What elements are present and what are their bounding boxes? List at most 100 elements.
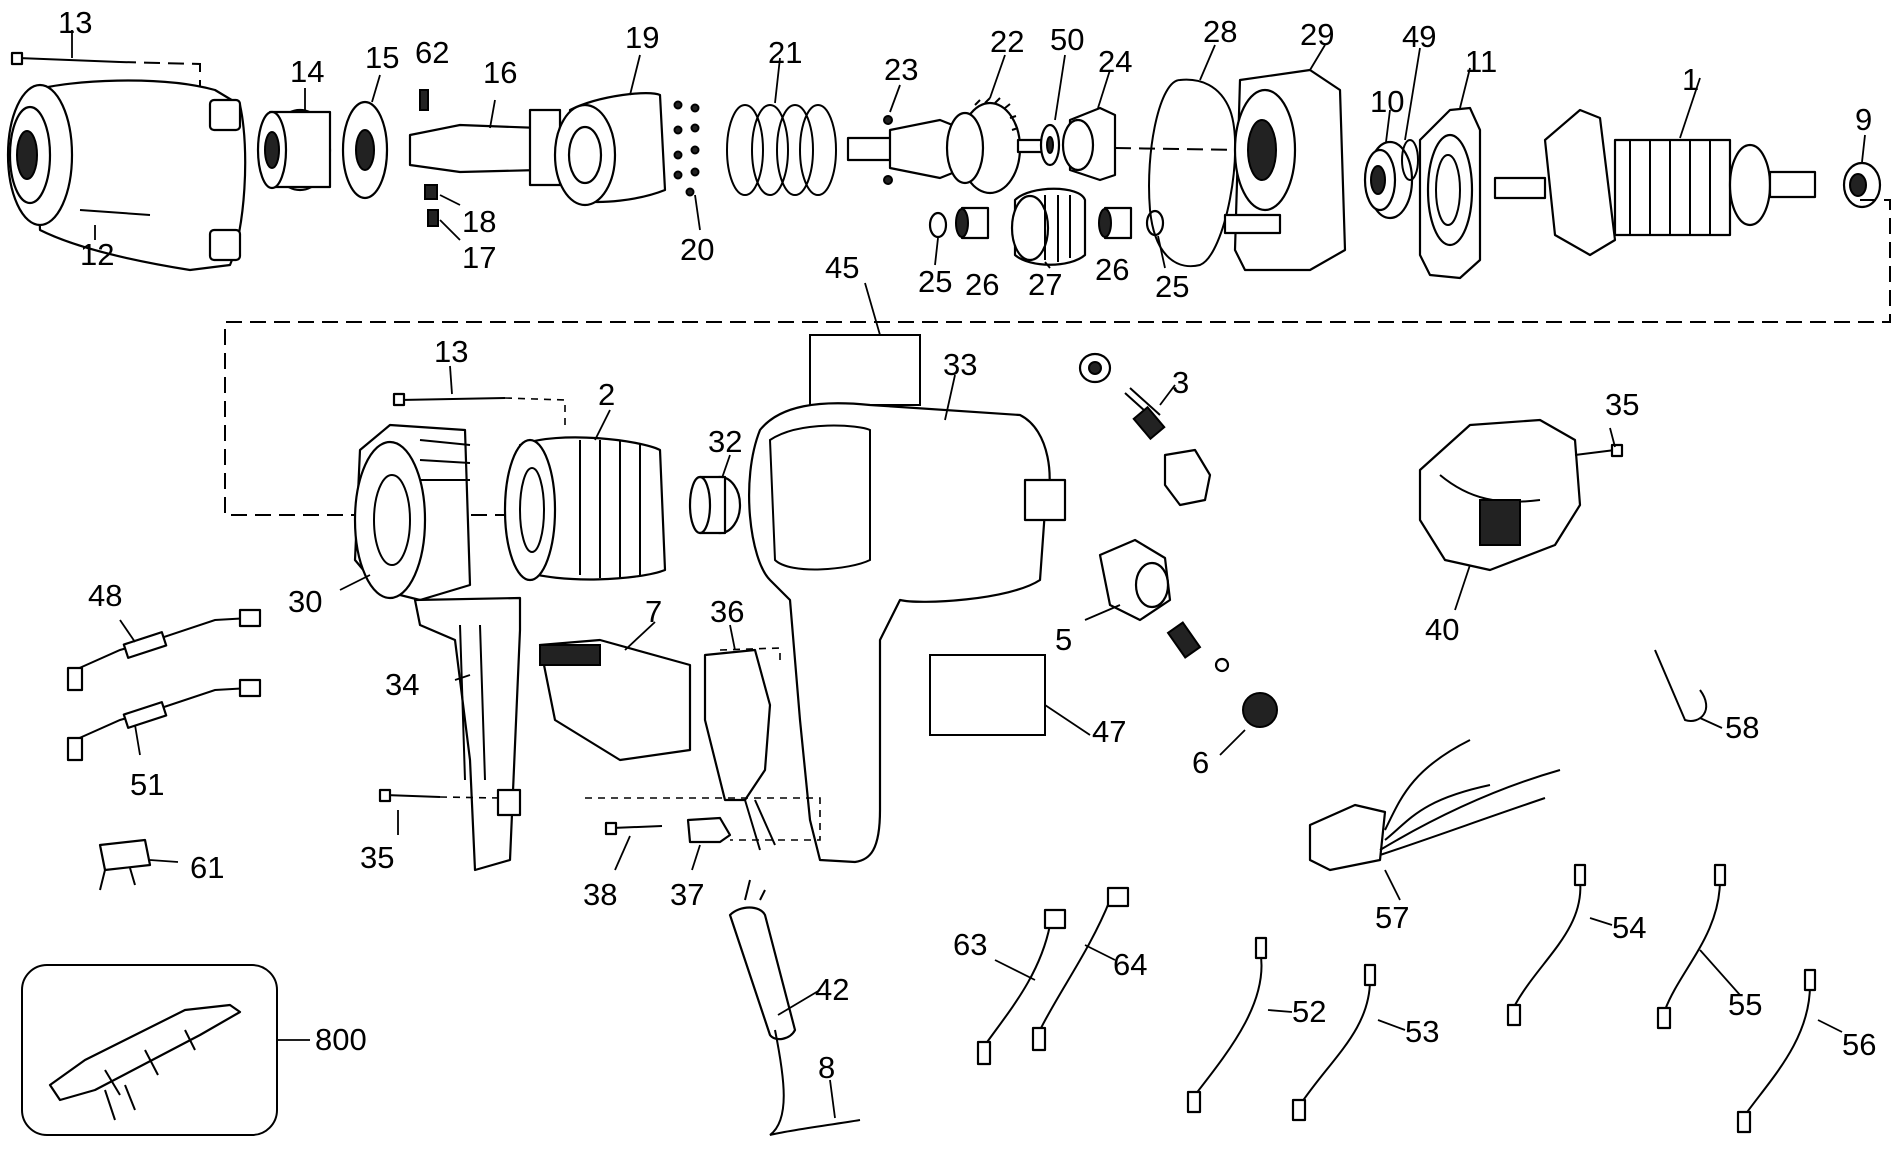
callout-18: 18	[462, 204, 496, 239]
part-54-lead[interactable]	[1506, 863, 1613, 1027]
callout-25: 25	[1155, 269, 1189, 304]
callout-10: 10	[1370, 84, 1404, 119]
part-55-lead[interactable]	[1656, 863, 1741, 1030]
part-57-capacitor-assembly[interactable]	[1308, 739, 1561, 901]
part-48-lead[interactable]	[66, 608, 262, 692]
part-13-screw-lower[interactable]	[392, 365, 566, 425]
callout-35: 35	[1605, 387, 1639, 422]
part-21-spring[interactable]	[726, 57, 837, 196]
part-26-bushing-right[interactable]	[1098, 206, 1133, 240]
callout-29: 29	[1300, 17, 1334, 52]
part-35-screw-rear[interactable]	[1574, 427, 1624, 458]
part-36-switch-bracket[interactable]	[703, 624, 781, 851]
callout-49: 49	[1402, 19, 1436, 54]
part-18-spring[interactable]	[424, 184, 461, 206]
part-17-ball[interactable]	[427, 209, 461, 241]
callout-53: 53	[1405, 1014, 1439, 1049]
callout-13: 13	[58, 5, 92, 40]
part-22-spindle-gear[interactable]	[846, 54, 1050, 195]
part-49-washer[interactable]	[1401, 47, 1421, 181]
part-14-bushing[interactable]	[256, 88, 332, 192]
part-20-steel-balls[interactable]	[673, 100, 701, 231]
callout-62: 62	[415, 35, 449, 70]
part-61-insulator[interactable]	[98, 838, 179, 891]
callout-35: 35	[360, 840, 394, 875]
part-29-gear-plate[interactable]	[1223, 44, 1347, 272]
part-9-bearing[interactable]	[1842, 134, 1882, 209]
callout-54: 54	[1612, 910, 1646, 945]
part-58-wire-clip[interactable]	[1654, 649, 1723, 729]
callout-6: 6	[1192, 745, 1209, 780]
part-51-lead[interactable]	[66, 678, 262, 762]
part-26-bushing-left[interactable]	[955, 206, 990, 240]
callout-2: 2	[598, 377, 615, 412]
part-27-cluster-gear[interactable]	[1010, 187, 1087, 269]
callout-61: 61	[190, 850, 224, 885]
callout-22: 22	[990, 24, 1024, 59]
part-2-field-coil[interactable]	[503, 409, 667, 582]
callout-20: 20	[680, 232, 714, 267]
callout-37: 37	[670, 877, 704, 912]
callout-56: 56	[1842, 1027, 1876, 1062]
part-6-brush[interactable]	[1166, 621, 1278, 756]
part-24-bearing[interactable]	[1061, 69, 1241, 182]
part-33-motor-housing[interactable]	[747, 374, 1067, 864]
part-25-washer-left[interactable]	[928, 211, 948, 266]
callout-52: 52	[1292, 994, 1326, 1029]
part-62-pin[interactable]	[419, 89, 429, 111]
callout-labels: 13 14 15 62 16 19 21 23 22 50 24 28 29 4…	[58, 5, 1876, 1085]
callout-58: 58	[1725, 710, 1759, 745]
part-37-cord-clamp[interactable]	[585, 797, 821, 871]
callout-64: 64	[1113, 947, 1147, 982]
callout-51: 51	[130, 767, 164, 802]
part-28-gasket[interactable]	[1148, 44, 1237, 268]
part-53-lead[interactable]	[1291, 963, 1406, 1122]
part-1-armature[interactable]	[1493, 77, 1817, 257]
callout-26: 26	[1095, 252, 1129, 287]
callout-40: 40	[1425, 612, 1459, 647]
callout-7: 7	[645, 594, 662, 629]
callout-27: 27	[1028, 267, 1062, 302]
callout-55: 55	[1728, 987, 1762, 1022]
callout-30: 30	[288, 584, 322, 619]
callout-16: 16	[483, 55, 517, 90]
callout-14: 14	[290, 54, 324, 89]
part-47-label[interactable]	[929, 654, 1091, 736]
callout-38: 38	[583, 877, 617, 912]
part-7-switch[interactable]	[538, 621, 692, 762]
part-12-gear-case[interactable]	[6, 79, 247, 272]
part-50-washer[interactable]	[1039, 54, 1066, 167]
part-56-lead[interactable]	[1736, 968, 1843, 1134]
part-16-anvil[interactable]	[408, 99, 562, 187]
part-42-cord-protector[interactable]	[728, 879, 821, 1041]
callout-11: 11	[1465, 44, 1497, 79]
part-64-lead[interactable]	[1031, 886, 1130, 1052]
part-32-bushing[interactable]	[688, 454, 742, 535]
callout-19: 19	[625, 20, 659, 55]
callout-17: 17	[462, 240, 496, 275]
part-35-screw-handle[interactable]	[378, 788, 501, 835]
callout-50: 50	[1050, 22, 1084, 57]
part-10-bearing[interactable]	[1363, 109, 1414, 220]
part-19-hammer[interactable]	[553, 54, 667, 207]
part-15-washer[interactable]	[341, 74, 389, 200]
part-3-brush-holder[interactable]	[1078, 352, 1212, 507]
callout-1: 1	[1682, 62, 1699, 97]
part-11-baffle[interactable]	[1418, 67, 1482, 280]
part-30-brush-housing[interactable]	[339, 423, 472, 602]
part-40-rear-housing[interactable]	[1418, 418, 1582, 611]
part-45-label[interactable]	[809, 282, 921, 406]
callout-63: 63	[953, 927, 987, 962]
part-52-lead[interactable]	[1186, 936, 1293, 1114]
callout-12: 12	[80, 237, 114, 272]
part-63-lead[interactable]	[976, 908, 1067, 1066]
part-23-ball[interactable]	[883, 84, 901, 185]
part-34-handle[interactable]	[413, 596, 522, 872]
part-8-cord[interactable]	[769, 1029, 861, 1136]
part-38-screw[interactable]	[604, 821, 663, 871]
callout-3: 3	[1172, 365, 1189, 400]
callout-13: 13	[434, 334, 468, 369]
part-800-inset[interactable]	[21, 964, 310, 1136]
callout-48: 48	[88, 578, 122, 613]
part-5-brush-holder[interactable]	[1084, 538, 1172, 622]
